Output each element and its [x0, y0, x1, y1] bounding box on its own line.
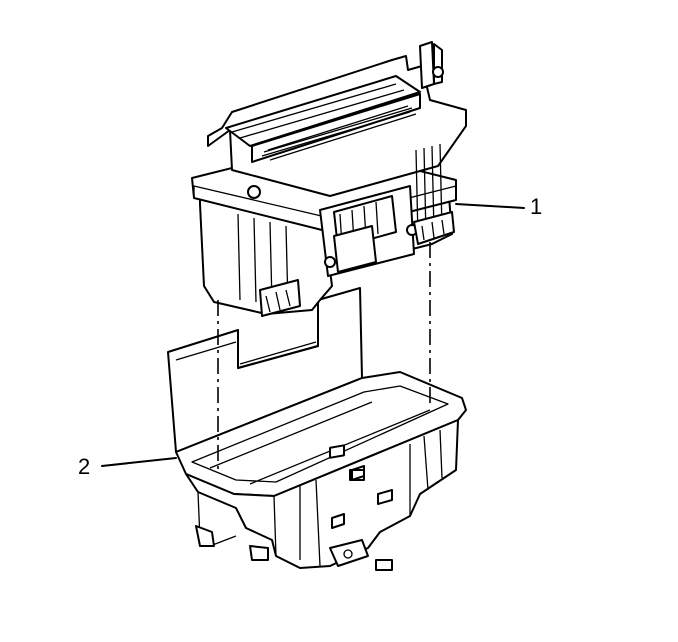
mounting-bracket: [167, 287, 467, 571]
callout-label-2: 2: [78, 454, 91, 479]
leader-lines: [101, 203, 525, 467]
alignment-lines: [217, 242, 431, 470]
callout-label-1: 1: [530, 194, 543, 219]
control-module: [191, 41, 467, 317]
